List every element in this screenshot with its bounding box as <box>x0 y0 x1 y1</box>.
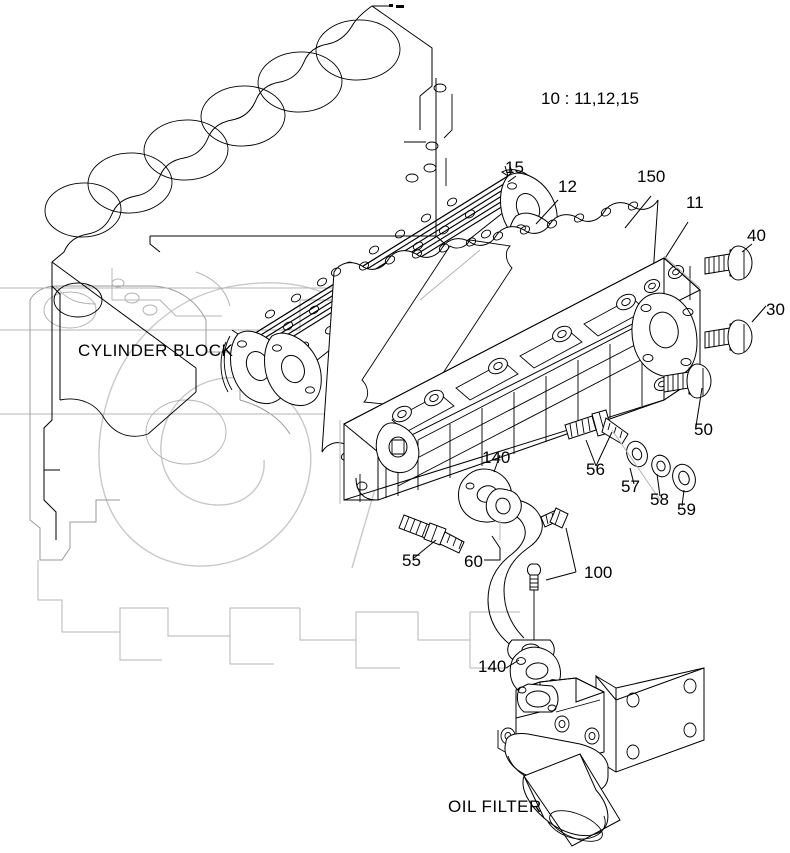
gasket-12-lower <box>264 332 322 406</box>
callout-12: 12 <box>558 177 577 196</box>
callout-56: 56 <box>586 460 605 479</box>
oil-tube-60 <box>485 488 569 661</box>
cylinder-block <box>43 4 453 540</box>
leader-lines <box>339 165 767 669</box>
callout-note: 10 : 11,12,15 <box>541 89 639 108</box>
sensor-56 <box>564 409 629 445</box>
bolt-30 <box>704 319 753 355</box>
washer-58 <box>651 454 671 478</box>
callout-57: 57 <box>621 477 640 496</box>
callout-60: 60 <box>464 552 483 571</box>
callout-140-upper: 140 <box>482 448 510 467</box>
callout-58: 58 <box>650 490 669 509</box>
bolt-50 <box>663 363 712 399</box>
callout-50: 50 <box>694 420 713 439</box>
stud-55 <box>398 514 465 554</box>
callout-40: 40 <box>747 226 766 245</box>
callout-11: 11 <box>686 193 704 212</box>
callout-30: 30 <box>766 300 785 319</box>
nut-59 <box>672 463 696 493</box>
bolt-40 <box>704 245 753 281</box>
callout-55: 55 <box>402 551 421 570</box>
oil-filter-assembly <box>497 667 705 847</box>
cylinder-block-label: CYLINDER BLOCK <box>78 341 233 360</box>
callout-15: 15 <box>505 158 524 177</box>
callout-59: 59 <box>677 500 696 519</box>
callout-140-lower: 140 <box>478 657 506 676</box>
cylinder-block-ghost-outline <box>0 268 520 669</box>
oil-filter-label: OIL FILTER <box>448 797 542 816</box>
washer-57 <box>626 440 648 468</box>
callout-150: 150 <box>637 167 665 186</box>
callout-labels: 10 : 11,12,15 15 12 150 11 40 30 50 56 5… <box>78 89 785 816</box>
callout-100: 100 <box>584 563 612 582</box>
